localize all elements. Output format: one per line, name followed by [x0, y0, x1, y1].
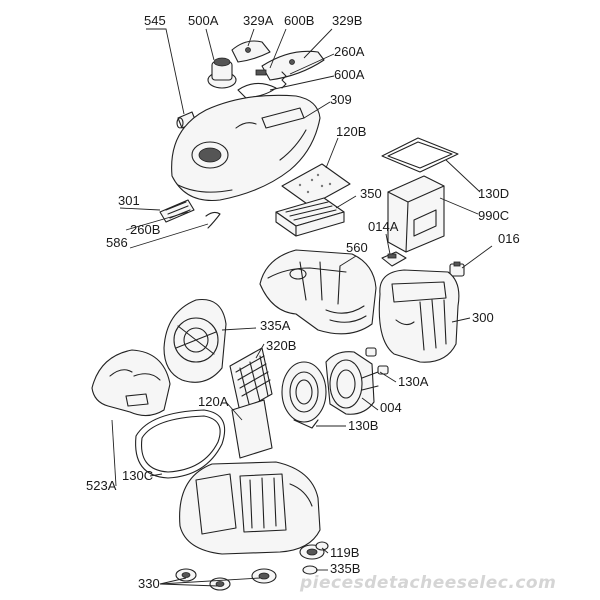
- part-120B-filter-pad: [281, 163, 351, 207]
- label-560: 560: [346, 240, 368, 255]
- part-560-internal-housing: [259, 249, 377, 335]
- part-120A-filter-pad: [231, 399, 273, 459]
- part-260A-spring: [255, 69, 287, 89]
- label-309: 309: [330, 92, 352, 107]
- label-350: 350: [360, 186, 382, 201]
- label-335A: 335A: [260, 318, 291, 333]
- label-016: 016: [498, 231, 520, 246]
- label-120B: 120B: [336, 124, 366, 139]
- part-329B-cover: [261, 50, 325, 81]
- part-990C-bag-holder: [387, 175, 445, 253]
- part-350-hepa-filter: [275, 197, 345, 237]
- label-130C: 130C: [122, 468, 153, 483]
- label-130A: 130A: [398, 374, 429, 389]
- part-309-top-lid: [171, 94, 321, 202]
- label-523A: 523A: [86, 478, 117, 493]
- part-labels: 545 500A 329A 600B 329B 260A 600A 309 12…: [86, 13, 520, 591]
- label-130D: 130D: [478, 186, 509, 201]
- part-586-clip: [205, 211, 221, 229]
- leader-lines: [111, 28, 493, 587]
- label-119B: 119B: [330, 545, 359, 560]
- watermark-text: piecesdetacheeselec.com: [299, 573, 556, 593]
- part-335A-wheel-cover: [163, 298, 227, 383]
- label-586: 586: [106, 235, 128, 250]
- label-329B: 329B: [332, 13, 362, 28]
- part-016-button: [449, 261, 465, 277]
- label-260B: 260B: [130, 222, 160, 237]
- label-014A: 014A: [368, 219, 399, 234]
- label-329A: 329A: [243, 13, 274, 28]
- part-523A-front-bumper: [91, 349, 171, 417]
- part-130C-gasket: [135, 409, 226, 479]
- label-260A: 260A: [334, 44, 365, 59]
- part-329A-cover: [231, 40, 271, 63]
- label-600B: 600B: [284, 13, 314, 28]
- part-130D-gasket: [381, 137, 459, 173]
- label-545: 545: [144, 13, 166, 28]
- label-301: 301: [118, 193, 140, 208]
- label-330: 330: [138, 576, 160, 591]
- part-300-rear-housing: [378, 269, 460, 363]
- part-130B-filter-ring: [281, 361, 327, 429]
- label-335B: 335B: [330, 561, 360, 576]
- label-120A: 120A: [198, 394, 229, 409]
- part-base-body: [179, 461, 321, 555]
- label-990C: 990C: [478, 208, 509, 223]
- label-004: 004: [380, 400, 402, 415]
- part-014A-switch: [381, 251, 407, 267]
- part-320B-grille: [229, 347, 273, 413]
- part-500A-knob: [207, 57, 237, 89]
- label-130B: 130B: [348, 418, 378, 433]
- label-320B: 320B: [266, 338, 296, 353]
- part-004-motor: [325, 351, 379, 415]
- label-600A: 600A: [334, 67, 365, 82]
- label-500A: 500A: [188, 13, 219, 28]
- part-119B-axle: [315, 541, 329, 551]
- label-300: 300: [472, 310, 494, 325]
